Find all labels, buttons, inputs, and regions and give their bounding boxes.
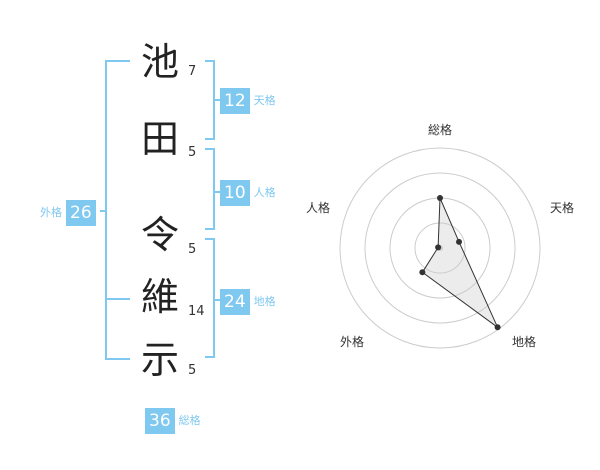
gaikaku-divider — [105, 298, 130, 300]
jinkaku-connector — [215, 191, 220, 193]
tenkaku-connector — [215, 99, 220, 101]
tenkaku-value: 12 — [220, 88, 250, 114]
name-char-3: 令 — [140, 213, 179, 257]
jinkaku-badge: 10 人格 — [220, 180, 276, 206]
stroke-count-5: 5 — [188, 363, 197, 378]
jinkaku-bracket — [205, 148, 215, 230]
gaikaku-badge: 外格 26 — [40, 200, 96, 226]
jinkaku-value: 10 — [220, 180, 250, 206]
stroke-count-2: 5 — [188, 145, 197, 160]
radar-point-5 — [435, 244, 442, 251]
gaikaku-bracket — [105, 60, 130, 360]
radar-point-4 — [419, 269, 426, 276]
radar-point-1 — [437, 195, 443, 201]
soukaku-value: 36 — [145, 408, 175, 434]
stroke-count-3: 5 — [188, 242, 197, 257]
chikaku-bracket — [205, 238, 215, 358]
name-char-4: 維 — [140, 275, 179, 319]
radar-axis-label-2: 天格 — [550, 200, 574, 215]
chikaku-label: 地格 — [253, 295, 276, 308]
radar-point-3 — [494, 324, 501, 331]
radar-axis-label-4: 外格 — [340, 334, 364, 349]
radar-axis-label-5: 人格 — [306, 200, 330, 215]
name-char-5: 示 — [140, 338, 179, 382]
stroke-count-1: 7 — [188, 64, 197, 79]
chikaku-badge: 24 地格 — [220, 289, 276, 315]
radar-point-2 — [456, 238, 463, 245]
radar-axis-label-1: 総格 — [428, 122, 452, 137]
gaikaku-value: 26 — [66, 200, 96, 226]
soukaku-badge: 36 総格 — [145, 408, 201, 434]
radar-ring-4 — [339, 147, 541, 349]
stroke-count-4: 14 — [188, 304, 205, 319]
name-char-2: 田 — [140, 117, 179, 161]
soukaku-label: 総格 — [178, 414, 201, 427]
radar-axis-label-3: 地格 — [512, 334, 536, 349]
jinkaku-label: 人格 — [253, 186, 276, 199]
chikaku-connector — [215, 299, 220, 301]
gaikaku-label: 外格 — [40, 206, 62, 219]
name-char-1: 池 — [140, 40, 179, 84]
radar-ring-3 — [364, 172, 516, 324]
chikaku-value: 24 — [220, 289, 250, 315]
radar-ring-1 — [414, 222, 466, 274]
radar-series-polygon — [421, 197, 499, 329]
gaikaku-connector — [100, 210, 105, 212]
tenkaku-badge: 12 天格 — [220, 88, 276, 114]
tenkaku-label: 天格 — [253, 94, 276, 107]
tenkaku-bracket — [205, 60, 215, 140]
